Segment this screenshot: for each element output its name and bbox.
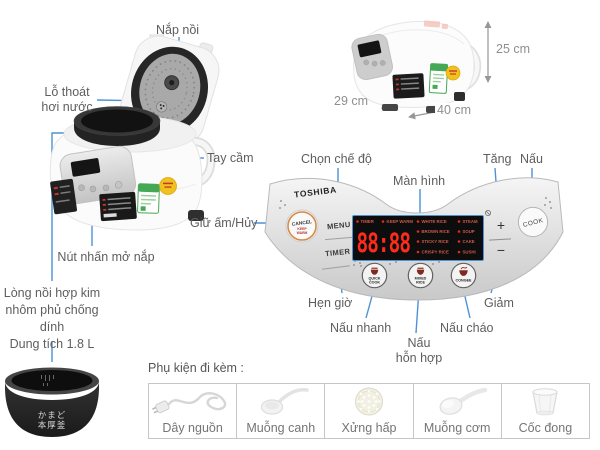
display-mode-soup: SOUP [463,229,475,234]
power-icon [484,209,492,217]
spec-sticker-left [50,178,78,215]
label-steam-vent: Lỗ thoát hơi nước [32,85,102,115]
quick-cook-label-line1: QUICK [369,277,381,281]
cancel-button-label: CANCEL [291,219,312,228]
accessory-soup-ladle: Muỗng canh [236,383,326,439]
label-open-button: Nút nhấn mở nắp [57,250,155,264]
label-quick-cook: Nấu nhanh [330,321,392,335]
label-keep-warm-cancel: Giữ ấm/Hủy [190,216,258,230]
label-increase: Tăng [483,152,512,166]
quick-cook-icon [370,267,379,275]
keep-warm-label-line2: WARM [297,231,308,235]
label-steam-vent-line1: Lỗ thoát [44,85,90,99]
led-display: TIMER KEEP WARM WHITE RICE BROWN RICE ST… [352,215,484,261]
energy-label [137,183,160,214]
accessory-power-cord: Dây nguồn [148,383,238,439]
cook-button: COOK [517,206,549,238]
accessory-steam-tray: Xửng hấp [324,383,414,439]
label-inner-pot-line1: Lòng nồi hợp kim [3,286,101,300]
cook-button-label: COOK [522,217,544,229]
congee-icon [459,266,468,276]
quick-cook-button: QUICK COOK [361,262,388,289]
pot-engraving-line2: 本厚釜 [38,420,67,431]
accessory-measuring-cup: Cốc đong [500,383,591,439]
label-handle: Tay cầm [207,151,254,165]
inner-pot-illustration: かまど 本厚釜 [5,367,99,437]
accessories-title: Phụ kiện đi kèm : [148,361,244,375]
cooker-foot [188,210,204,221]
accessory-rice-paddle: Muỗng cơm [412,383,502,439]
display-time: 88:88 [357,229,411,259]
congee-label: CONGEE [456,278,473,282]
label-screen: Màn hình [393,174,446,188]
dimension-depth: 29 cm [334,94,369,108]
accessory-label: Dây nguồn [162,421,223,435]
plus-button: + [496,217,506,233]
label-mixed-rice-line1: Nấu [407,336,431,350]
inner-pot-in-body [73,106,161,146]
keep-warm-label-line1: KEEP [297,227,307,231]
display-mode-steam: STEAM [463,219,478,224]
display-mode-cake: CAKE [463,239,475,244]
accessories-row: Dây nguồn Muỗng canh [148,383,591,439]
accessory-label: Muỗng canh [246,421,316,435]
display-status-timer: TIMER [361,219,375,224]
mixed-rice-label-line1: MIXED [415,277,427,281]
display-mode-brown-rice: BROWN RICE [422,229,450,234]
dimension-height: 25 cm [496,42,531,56]
label-lid: Nắp nồi [156,23,200,37]
label-timer: Hẹn giờ [308,296,353,310]
label-inner-pot-line2: nhôm phủ chống dính [5,303,99,334]
mixed-rice-icon [416,267,425,275]
label-mixed-rice: Nấu hỗn hợp [394,336,444,366]
label-congee: Nấu cháo [440,321,494,335]
spec-sticker-front [99,191,137,222]
open-cooker-illustration [49,34,220,231]
label-mixed-rice-line2: hỗn hợp [395,351,443,365]
dimension-width: 40 cm [435,103,474,118]
display-mode-sticky-rice: STICKY RICE [422,239,449,244]
accessory-label: Cốc đong [518,421,573,435]
soup-ladle-icon [260,388,309,415]
display-mode-white-rice: WHITE RICE [422,219,447,224]
display-mode-crispy-rice: CRISPY RICE [422,250,450,255]
cancel-button: CANCEL KEEP WARM [285,209,319,243]
display-mode-sushi: SUSHI [463,250,476,255]
label-inner-pot-line3: Dung tích 1.8 L [9,337,95,351]
rice-paddle-icon [439,387,488,415]
steam-tray-icon [355,387,383,416]
congee-button: CONGEE [450,262,477,289]
display-status-keep-warm: KEEP WARM [387,219,414,224]
accessory-label: Xửng hấp [341,421,397,435]
quick-cook-label-line2: COOK [369,281,380,285]
power-cord-icon [151,392,226,414]
mixed-rice-label-line2: RICE [416,281,425,285]
label-decrease: Giảm [484,296,514,310]
measuring-cup-icon [532,388,559,416]
mixed-rice-button: MIXED RICE [407,262,434,289]
steam-vent-icon [156,101,168,113]
closed-cooker-illustration [351,20,482,113]
label-cook: Nấu [520,152,543,166]
label-steam-vent-line2: hơi nước [41,100,93,114]
minus-button: − [496,242,506,258]
accessory-label: Muỗng cơm [423,421,491,435]
pot-engraving-line1: かまど [38,411,67,421]
yellow-sticker [159,177,177,195]
label-inner-pot: Lòng nồi hợp kim nhôm phủ chống dính Dun… [0,285,104,353]
label-mode-select: Chọn chế độ [301,152,372,166]
